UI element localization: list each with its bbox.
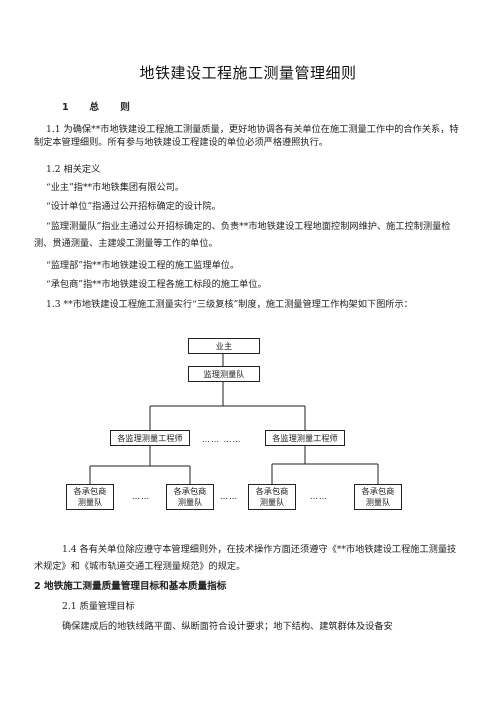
org-node-contractor-team-2: 各承包商 测量队 (166, 484, 214, 510)
org-ellipsis-teams-2: …… (220, 492, 238, 501)
org-node-contractor-team-4: 各承包商 测量队 (354, 484, 402, 510)
section1-heading: 1 总 则 (62, 101, 139, 114)
org-node-survey-team: 监理测量队 (188, 366, 260, 382)
org-node-engineer-left: 各监理测量工程师 (110, 430, 190, 446)
org-node-engineer-right: 各监理测量工程师 (265, 430, 345, 446)
org-chart: 业主 监理测量队 各监理测量工程师 …… …… 各监理测量工程师 各承包商 测量… (60, 336, 440, 516)
para-1-4: 1.4 各有关单位除应遵守本管理细则外，在技术操作方面还须遵守《**市地铁建设工… (34, 544, 457, 572)
org-node-owner: 业主 (188, 338, 260, 354)
page-title: 地铁建设工程施工测量管理细则 (139, 64, 357, 82)
section1-title: 总 则 (89, 102, 139, 113)
para-2-1-text: 确保建成后的地铁线路平面、纵断面符合设计要求；地下结构、建筑群体及设备安 (62, 621, 393, 632)
definition-design: “设计单位”指通过公开招标确定的设计院。 (46, 201, 221, 212)
definition-supervision: “监理部”指**市地铁建设工程的施工监理单位。 (46, 260, 240, 271)
para-1-1: 1.1 为确保**市地铁建设工程施工测量质量，更好地协调各有关单位在施工测量工作… (34, 124, 459, 148)
org-node-contractor-team-1: 各承包商 测量队 (66, 484, 114, 510)
org-node-contractor-team-3: 各承包商 测量队 (248, 484, 296, 510)
org-ellipsis-teams-3: …… (310, 492, 328, 501)
para-1-2-heading: 1.2 相关定义 (46, 164, 101, 175)
definition-survey-team: “监理测量队”指业主通过公开招标确定的、负责**市地铁建设工程地面控制网维护、施… (34, 221, 451, 249)
para-1-3: 1.3 **市地铁建设工程施工测量实行“三级复核”制度，施工测量管理工作构架如下… (46, 299, 413, 310)
section2-heading: 2 地铁施工测量质量管理目标和基本质量指标 (34, 581, 227, 592)
para-2-1-heading: 2.1 质量管理目标 (62, 601, 135, 612)
org-ellipsis-teams-1: …… (132, 492, 150, 501)
section1-number: 1 (62, 102, 69, 113)
org-ellipsis-middle: …… …… (202, 435, 242, 444)
definition-owner: “业主”指**市地铁集团有限公司。 (46, 182, 185, 193)
org-chart-connectors (89, 352, 379, 484)
definition-contractor: “承包商”指**市地铁建设工程各施工标段的施工单位。 (46, 279, 267, 290)
